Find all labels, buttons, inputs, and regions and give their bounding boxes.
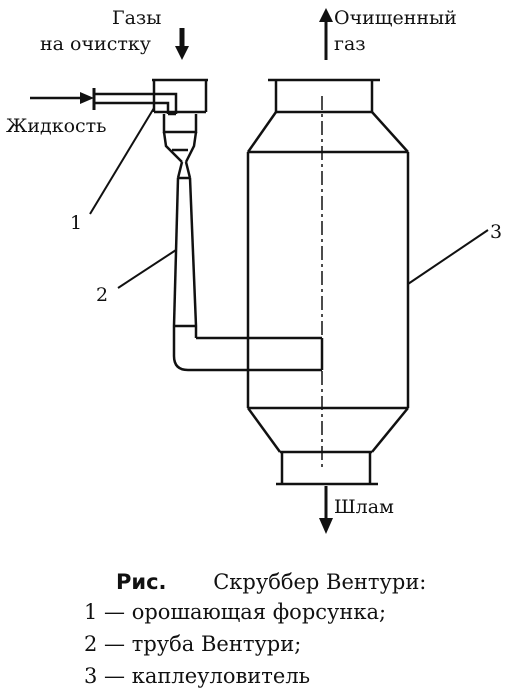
- callout-3: 3: [490, 221, 503, 243]
- liquid-inlet-arrow: [30, 88, 96, 110]
- sludge-arrow: [319, 486, 333, 534]
- caption-item: 1 — орошающая форсунка;: [84, 600, 387, 624]
- droplet-separator: [246, 78, 410, 486]
- callout-leaders: [89, 107, 489, 289]
- clean-gas-label: Очищенный: [334, 7, 457, 29]
- liquid-label: Жидкость: [6, 115, 107, 137]
- spray-nozzle: [94, 78, 208, 134]
- venturi-scrubber-diagram: [30, 8, 489, 534]
- clean-gas-label-line2: газ: [334, 33, 366, 55]
- callout-2: 2: [96, 284, 109, 306]
- callout-1: 1: [70, 212, 83, 234]
- caption-item: 2 — труба Вентури;: [84, 632, 302, 656]
- caption-prefix: Рис.: [116, 570, 167, 594]
- sludge-label: Шлам: [334, 496, 394, 518]
- caption-item: 3 — каплеуловитель: [84, 664, 311, 688]
- venturi-tube: [162, 131, 324, 372]
- gas-inlet-label: Газы: [112, 7, 162, 29]
- gas-inlet-arrow: [175, 28, 189, 60]
- gas-inlet-label-line2: на очистку: [40, 33, 151, 55]
- clean-gas-arrow: [319, 8, 333, 60]
- caption-title: Скруббер Вентури:: [213, 570, 427, 594]
